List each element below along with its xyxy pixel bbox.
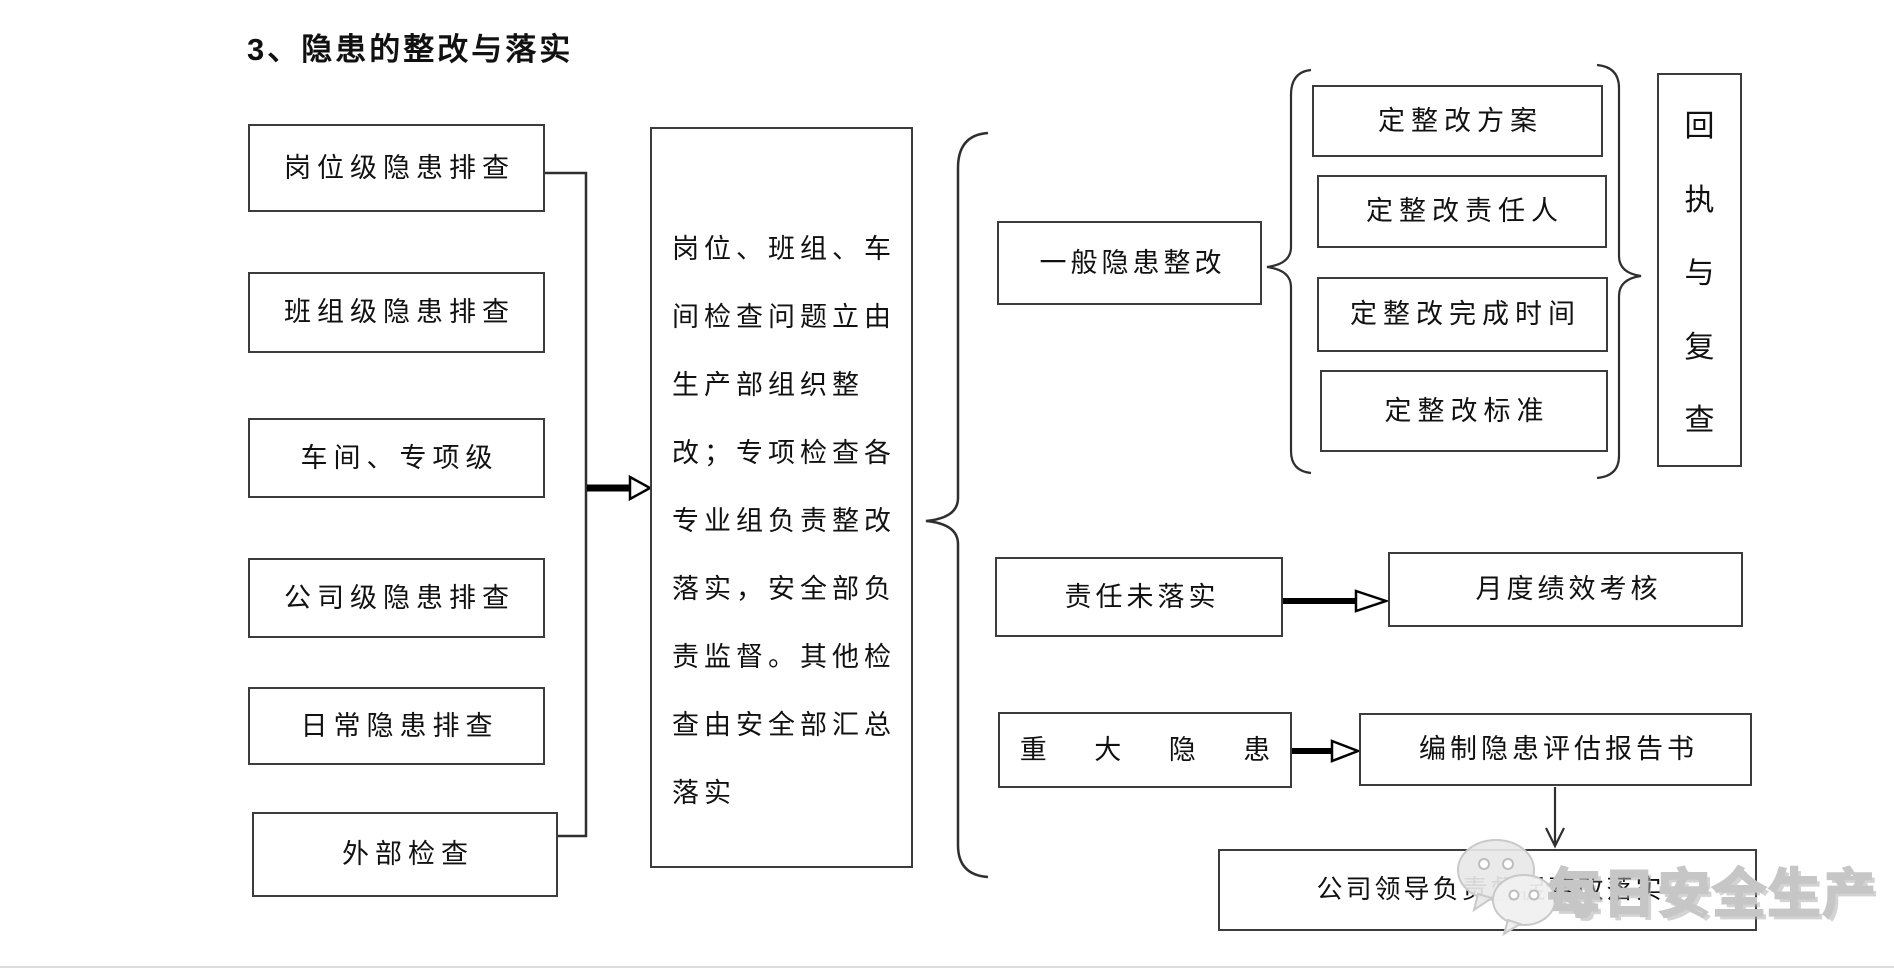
big-left-brace xyxy=(925,131,989,879)
steps-right-brace xyxy=(1596,63,1642,480)
receipt-review-char: 查 xyxy=(1684,404,1715,437)
receipt-review-char: 复 xyxy=(1684,330,1715,364)
assessment-report-box: 编制隐患评估报告书 xyxy=(1359,713,1752,786)
receipt-review-char: 回 xyxy=(1684,110,1715,143)
center-text-line: 责监督。其他检 xyxy=(672,642,896,672)
step-box-completion-time: 定整改完成时间 xyxy=(1317,277,1608,352)
source-box-team-level: 班组级隐患排查 xyxy=(248,272,545,353)
source-box-external: 外部检查 xyxy=(252,812,558,897)
steps-left-brace xyxy=(1266,68,1312,475)
center-text-line: 专业组负责整改 xyxy=(672,506,896,536)
general-rectification-box: 一般隐患整改 xyxy=(997,221,1262,305)
arrow-to-assessment-report xyxy=(1292,739,1362,763)
center-text-line: 改；专项检查各 xyxy=(672,438,896,468)
source-box-daily: 日常隐患排查 xyxy=(248,687,545,765)
page-title: 3、隐患的整改与落实 xyxy=(247,32,574,67)
source-box-workshop-special: 车间、专项级 xyxy=(248,418,545,498)
receipt-review-char: 执 xyxy=(1684,183,1715,217)
left-collector-line xyxy=(545,171,588,838)
center-text-line: 查由安全部汇总 xyxy=(672,710,896,740)
receipt-review-box: 回 执 与 复 查 xyxy=(1657,73,1742,467)
monthly-assessment-box: 月度绩效考核 xyxy=(1388,552,1743,627)
center-text-line: 间检查问题立由 xyxy=(672,302,896,332)
major-hazard-box: 重 大 隐 患 xyxy=(998,712,1292,788)
rectification-organization-box: 岗位、班组、车 间检查问题立由 生产部组织整 改；专项检查各 专业组负责整改 落… xyxy=(650,127,913,868)
arrow-down-to-leader-box xyxy=(1545,787,1565,849)
source-box-post-level: 岗位级隐患排查 xyxy=(248,124,545,212)
watermark-text: 每日安全生产 xyxy=(1547,865,1879,926)
source-box-company-level: 公司级隐患排查 xyxy=(248,558,545,638)
center-text-line: 落实 xyxy=(672,778,736,808)
center-text-line: 岗位、班组、车 xyxy=(672,234,896,264)
wechat-icon xyxy=(1457,839,1556,937)
center-text-line: 落实，安全部负 xyxy=(672,574,896,604)
step-box-responsible-person: 定整改责任人 xyxy=(1317,175,1607,248)
center-text-line: 生产部组织整 xyxy=(672,370,864,400)
step-box-plan: 定整改方案 xyxy=(1312,85,1603,157)
arrow-to-center-box xyxy=(587,474,653,502)
step-box-standard: 定整改标准 xyxy=(1320,370,1608,452)
page-bottom-border xyxy=(0,966,1894,968)
receipt-review-char: 与 xyxy=(1684,257,1715,290)
arrow-to-monthly-assessment xyxy=(1283,589,1390,613)
unfulfilled-responsibility-box: 责任未落实 xyxy=(995,557,1283,637)
